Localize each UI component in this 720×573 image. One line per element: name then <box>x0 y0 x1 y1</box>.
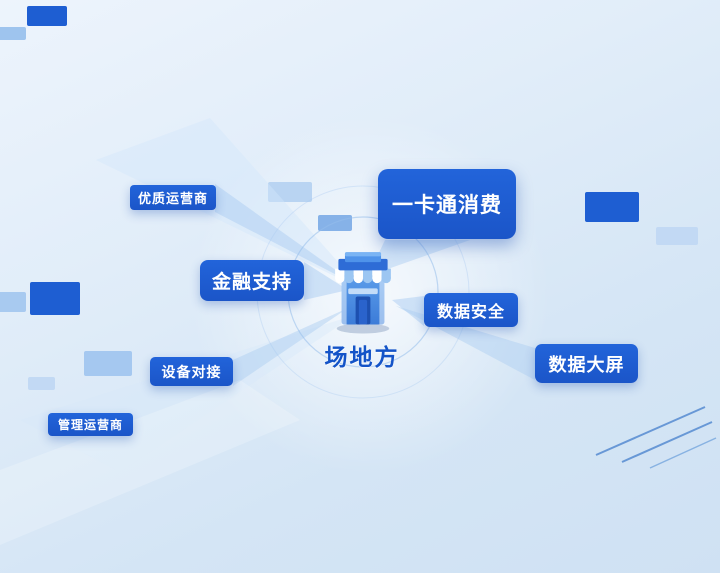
store-pillar-right <box>379 275 385 325</box>
deco-rectangle <box>585 192 639 222</box>
beam-premium-operators <box>215 184 358 286</box>
store-awning <box>335 268 391 284</box>
store-pillar-left <box>341 275 347 325</box>
store-shadow <box>336 323 390 334</box>
streak-line <box>649 437 717 469</box>
beam-financial-support <box>304 262 348 300</box>
deco-rectangle <box>0 292 26 312</box>
store-roof-highlight <box>344 252 382 257</box>
node-data-dashboard: 数据大屏 <box>535 344 638 383</box>
light-band <box>0 380 300 545</box>
store-door-inner <box>358 299 368 325</box>
center-label: 场地方 <box>324 345 400 371</box>
node-premium-operators: 优质运营商 <box>130 185 216 210</box>
node-device-integration: 设备对接 <box>150 357 233 386</box>
deco-rectangle <box>268 182 312 202</box>
node-one-card-payment: 一卡通消费 <box>378 169 516 239</box>
deco-rectangle <box>656 227 698 245</box>
deco-rectangle <box>0 27 26 40</box>
node-financial-support: 金融支持 <box>200 260 304 301</box>
streak-line <box>595 406 706 456</box>
beam-device-integration <box>233 308 348 386</box>
node-data-security: 数据安全 <box>424 293 518 327</box>
store-sign <box>348 288 378 295</box>
deco-rectangle <box>84 351 132 376</box>
beam-one-card-payment <box>368 240 470 276</box>
deco-rectangle <box>28 377 55 390</box>
deco-rectangle <box>27 6 67 26</box>
deco-rectangle <box>30 282 80 315</box>
node-managed-operators: 管理运营商 <box>48 413 133 436</box>
streak-line <box>621 421 713 463</box>
store-icon <box>322 244 404 336</box>
